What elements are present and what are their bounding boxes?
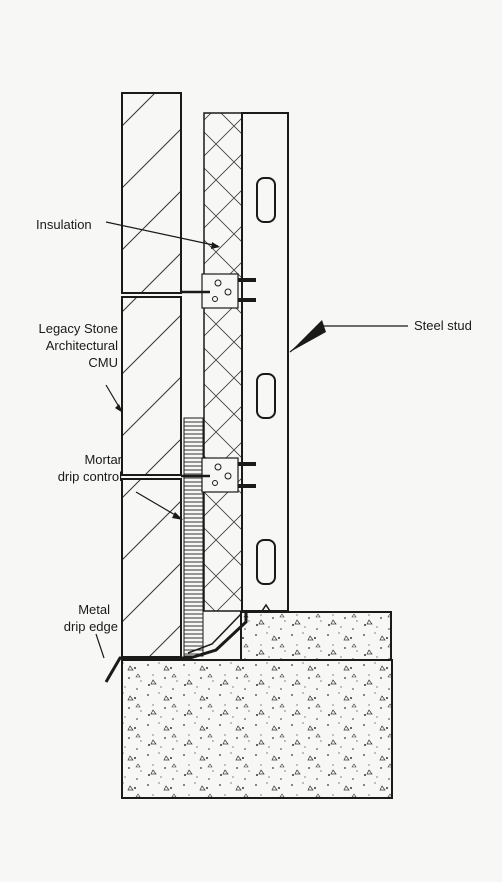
insulation-label: Insulation [36,217,92,232]
leader-lines [95,221,408,659]
drip-edge-label-line2: drip edge [63,619,118,634]
mortar-drip-control [183,417,204,657]
mortar-label-line1: Mortar [84,452,122,467]
metal-drip-edge [104,611,248,683]
cmu-label-line1: Legacy Stone [38,321,118,336]
steel-stud [241,112,289,612]
cmu-label-line3: CMU [88,355,118,370]
steel-stud-label: Steel stud [414,318,472,333]
mortar-label-line2: drip control [57,469,122,484]
anchor-tie-upper [181,273,256,309]
cmu-label-line2: Architectural [45,338,118,353]
concrete-curb [240,611,392,661]
concrete-foundation [121,659,393,799]
cmu-blocks [121,92,182,658]
drip-edge-label-line1: Metal [78,602,110,617]
anchor-tie-lower [181,457,256,493]
insulation-layer [203,112,243,612]
